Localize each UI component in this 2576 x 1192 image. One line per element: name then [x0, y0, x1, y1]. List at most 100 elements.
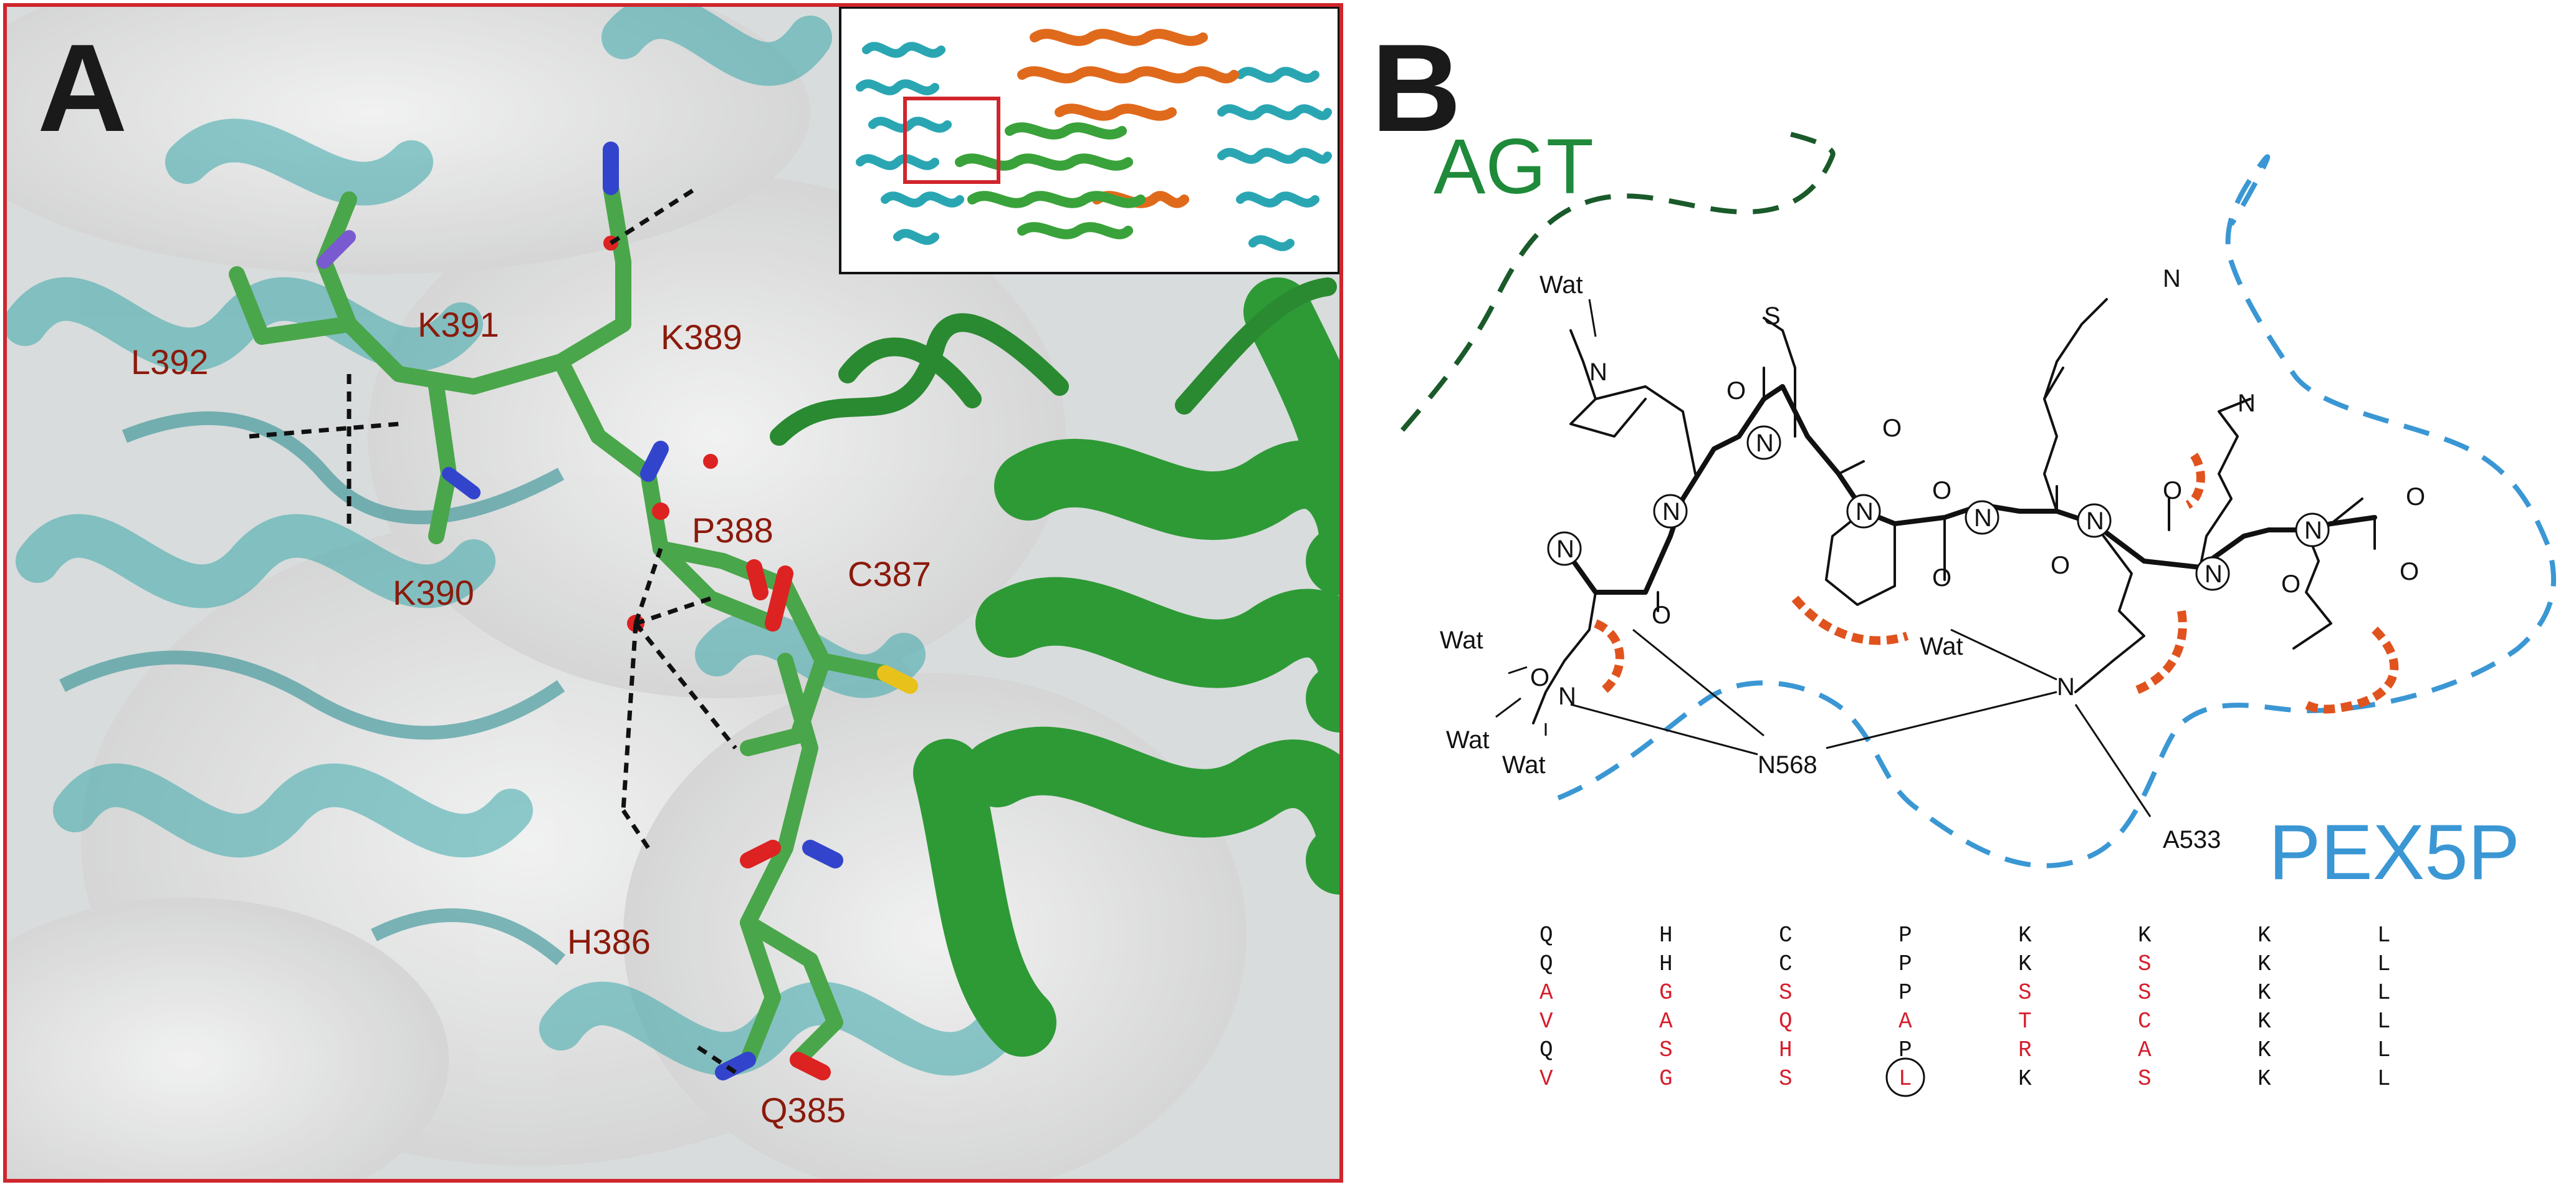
atom-o-3: O	[1932, 477, 1951, 504]
atom-wat-mid: Wat	[1920, 633, 1963, 660]
sequence-residue: K	[2258, 1037, 2271, 1063]
sequence-residue: Q	[1779, 1009, 1793, 1034]
circled-n-8: N	[2304, 517, 2322, 544]
sequence-residue: L	[2377, 951, 2391, 977]
sequence-residue: S	[2018, 980, 2032, 1006]
sequence-residue: V	[1539, 1009, 1553, 1034]
sequence-residue: A	[1659, 1009, 1673, 1034]
contact-arcs	[1594, 453, 2399, 714]
sequence-residue: L	[2377, 1037, 2391, 1063]
circled-n-2: N	[1662, 498, 1680, 526]
circled-nitrogens: N N N N N N N N	[1547, 425, 2330, 591]
sequence-residue: L	[2377, 1066, 2391, 1092]
inset-zoom-box	[903, 97, 1000, 184]
inset-overview	[839, 6, 1340, 274]
atom-o-1: O	[1726, 377, 1746, 405]
sequence-residue: C	[2138, 1009, 2152, 1034]
atom-o-8: O	[2400, 558, 2419, 585]
atom-o-5: O	[2163, 477, 2182, 504]
green-loops	[770, 277, 1337, 446]
sequence-residue: P	[1898, 923, 1912, 948]
sequence-residue: K	[2018, 951, 2032, 977]
circled-residue-marker	[1885, 1057, 1925, 1097]
sequence-residue: S	[2138, 980, 2152, 1006]
panel-b-letter: B	[1371, 19, 1461, 158]
atom-o-water: O	[1530, 664, 1549, 691]
sequence-residue: P	[1898, 1037, 1912, 1063]
label-q385: Q385	[760, 1090, 846, 1130]
panel-b: B AGT PEX5P	[1371, 19, 2557, 1097]
sequence-residue: S	[2138, 1066, 2152, 1092]
circled-n-4: N	[1855, 498, 1874, 526]
atom-n568: N568	[1758, 751, 1817, 779]
sequence-residue: K	[2258, 923, 2271, 948]
atom-highlights	[317, 142, 918, 1080]
sequence-residue: K	[2258, 980, 2271, 1006]
sequence-residue: K	[2018, 923, 2032, 948]
label-l392: L392	[131, 342, 209, 382]
sequence-residue: K	[2258, 1066, 2271, 1092]
sequence-residue: A	[2138, 1037, 2152, 1063]
label-c387: C387	[848, 554, 931, 594]
circled-n-1: N	[1556, 536, 1574, 563]
sequence-residue: Q	[1539, 1037, 1553, 1063]
sequence-residue: S	[1779, 1066, 1793, 1092]
molecular-surface	[6, 6, 1247, 1180]
label-k389: K389	[661, 317, 742, 357]
sequence-residue: K	[2258, 1009, 2271, 1034]
sequence-residue: C	[1779, 951, 1793, 977]
label-h386: H386	[567, 922, 651, 961]
atom-o-6: O	[2281, 570, 2301, 598]
atom-wat-left-2: Wat	[1446, 726, 1490, 754]
side-chains	[1532, 298, 2376, 724]
sequence-residue: L	[2377, 923, 2391, 948]
atom-n-left: N	[1558, 683, 1576, 710]
pex5p-label: PEX5P	[2269, 809, 2520, 896]
circled-n-6: N	[2086, 507, 2104, 535]
atom-wat-left-3: Wat	[1502, 751, 1546, 779]
sequence-residue: S	[1779, 980, 1793, 1006]
sequence-residue: G	[1659, 980, 1673, 1006]
sequence-residue: Q	[1539, 951, 1553, 977]
inset-teal-left	[856, 42, 964, 245]
peptide-backbone	[1562, 384, 2377, 595]
atom-a533: A533	[2163, 826, 2221, 853]
sequence-residue: A	[1898, 1009, 1912, 1034]
teal-coils	[59, 411, 566, 966]
sequence-residue: K	[2138, 923, 2152, 948]
circled-n-7: N	[2205, 560, 2223, 588]
sequence-residue: H	[1779, 1037, 1793, 1063]
sequence-residue: T	[2018, 1009, 2032, 1034]
sequence-residue: P	[1898, 951, 1912, 977]
sequence-residue: C	[1779, 923, 1793, 948]
sequence-residue: L	[2377, 1009, 2391, 1034]
panel-a: A L392 K391 K389 P388 C387 K390 H386 Q38…	[3, 3, 1343, 1183]
atom-wat-top: Wat	[1539, 271, 1583, 299]
atom-n-lys-right: N	[2238, 390, 2256, 417]
sequence-residue: V	[1539, 1066, 1553, 1092]
atom-n-right: N	[2057, 673, 2075, 701]
panel-a-frame	[3, 3, 1343, 1183]
agt-label: AGT	[1434, 123, 1594, 210]
sequence-residue: K	[2258, 951, 2271, 977]
sequence-residue: A	[1539, 980, 1553, 1006]
pex5p-boundary	[1557, 154, 2557, 868]
atom-o-7: O	[2406, 483, 2425, 511]
atom-o-2: O	[1882, 415, 1902, 442]
panel-a-letter: A	[37, 19, 127, 158]
circled-n-5: N	[1974, 504, 1992, 532]
label-p388: P388	[692, 511, 773, 550]
peptide-sticks	[229, 179, 893, 1068]
water-molecules	[603, 236, 718, 632]
sequence-residue: H	[1659, 923, 1673, 948]
circled-n-3: N	[1756, 430, 1774, 457]
sequence-residue: L	[1898, 1066, 1912, 1092]
sequence-residue: Q	[1539, 923, 1553, 948]
inset-teal-right	[1217, 67, 1332, 251]
agt-boundary	[1400, 128, 1836, 432]
atom-n-pyrrolidine: N	[1589, 358, 1607, 386]
atom-o-9: O	[1932, 564, 1951, 592]
atom-n-lys-top: N	[2163, 265, 2181, 292]
